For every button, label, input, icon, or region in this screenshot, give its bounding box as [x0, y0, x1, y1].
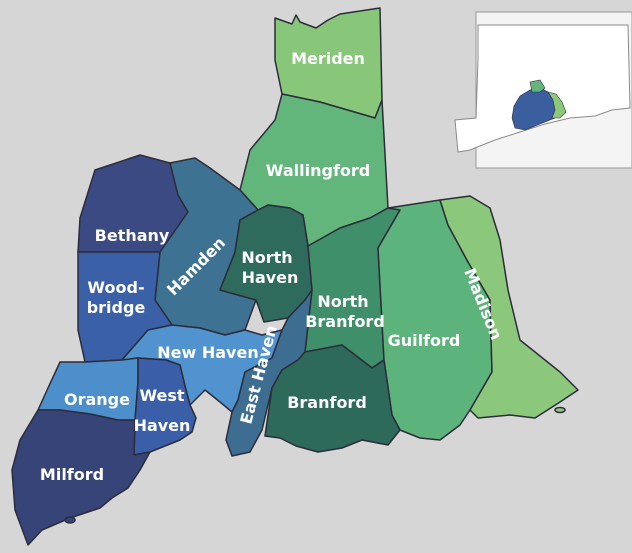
- inset-locator-map: [454, 11, 632, 169]
- label-orange: Orange: [64, 390, 130, 409]
- label-north-branford-line1: North: [317, 292, 368, 311]
- label-woodbridge-line1: Wood-: [87, 278, 144, 297]
- label-guilford: Guilford: [388, 331, 461, 350]
- island-madison: [554, 406, 566, 414]
- label-woodbridge-line2: bridge: [87, 298, 146, 317]
- label-north-branford-line2: Branford: [305, 312, 385, 331]
- inset-highlight-east: [547, 91, 567, 119]
- label-north-haven-line1: North: [241, 248, 292, 267]
- label-north-haven-line2: Haven: [242, 268, 299, 287]
- town-east-haven[interactable]: [225, 289, 313, 457]
- town-milford[interactable]: [11, 409, 151, 546]
- island-milford: [64, 516, 76, 524]
- label-new-haven: New Haven: [157, 343, 258, 362]
- town-madison[interactable]: [439, 195, 579, 419]
- label-west-haven-line1: West: [139, 386, 184, 405]
- label-west-haven-line2: Haven: [134, 416, 191, 435]
- inset-highlight-north: [529, 79, 546, 93]
- label-wallingford: Wallingford: [266, 161, 370, 180]
- town-hamden[interactable]: [154, 157, 259, 336]
- label-meriden: Meriden: [291, 49, 365, 68]
- label-branford: Branford: [287, 393, 367, 412]
- town-branford[interactable]: [264, 344, 401, 453]
- label-milford: Milford: [40, 465, 104, 484]
- label-bethany: Bethany: [95, 226, 170, 245]
